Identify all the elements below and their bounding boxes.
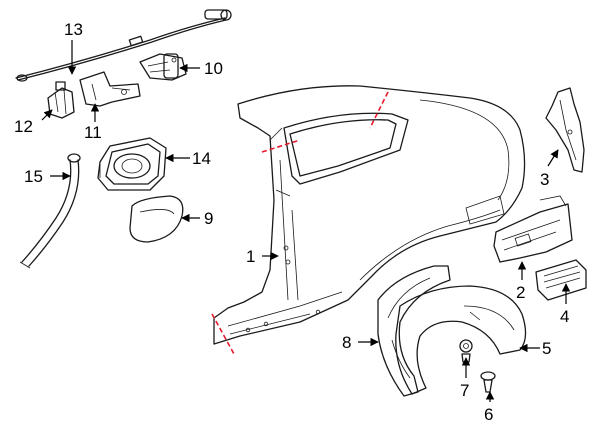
part-14-filler-housing [97, 137, 167, 191]
part-12-latch [47, 81, 75, 119]
callout-15: 15 [24, 167, 43, 186]
callout-2: 2 [516, 283, 525, 302]
part-4-vent [535, 259, 587, 301]
callout-labels: 13 10 12 11 14 15 9 1 3 2 4 8 5 7 6 [14, 20, 569, 424]
callout-12: 12 [14, 117, 33, 136]
part-13-release-cable [15, 9, 232, 82]
part-9-fuel-door [129, 195, 184, 243]
callout-14: 14 [192, 149, 211, 168]
part-10-actuator [139, 53, 187, 81]
part-1-quarter-panel [211, 85, 526, 355]
callout-10: 10 [204, 59, 223, 78]
callout-8: 8 [342, 333, 351, 352]
part-11-bracket [79, 71, 141, 107]
callout-13: 13 [64, 20, 83, 39]
callout-7: 7 [460, 381, 469, 400]
callout-6: 6 [484, 405, 493, 424]
part-6-clip [480, 371, 496, 393]
part-8-wheelhouse-liner [377, 265, 451, 397]
callout-3: 3 [540, 170, 549, 189]
callout-9: 9 [204, 209, 213, 228]
part-2-bracket [493, 195, 573, 263]
callout-5: 5 [542, 339, 551, 358]
part-3-gusset [545, 87, 585, 173]
callout-1: 1 [246, 247, 255, 266]
callout-4: 4 [560, 307, 569, 326]
part-5-inner-liner [395, 285, 527, 395]
leader-lines [41, 40, 571, 402]
callout-11: 11 [84, 123, 102, 142]
